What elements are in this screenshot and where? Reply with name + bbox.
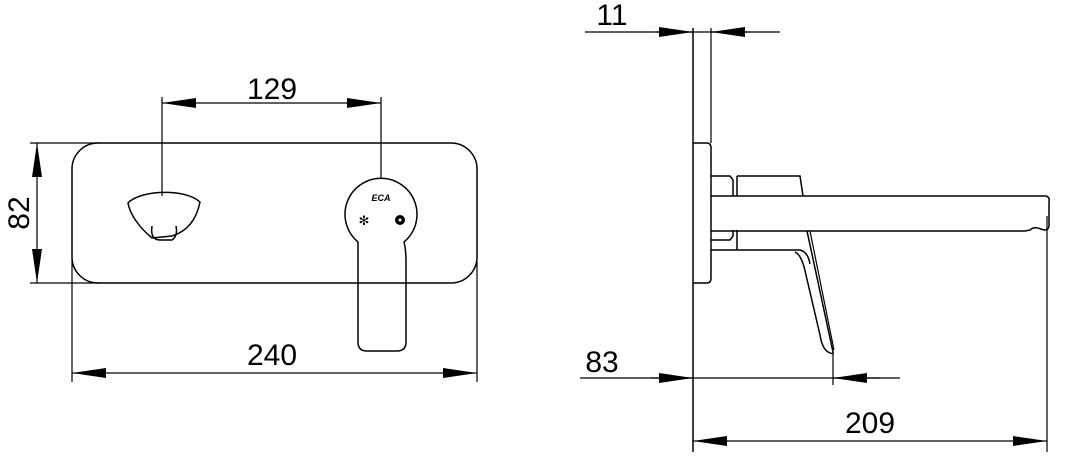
plate-side bbox=[693, 142, 712, 284]
logo: ECA bbox=[371, 193, 390, 203]
side-view: 11 83 209 bbox=[580, 0, 1050, 452]
cold-snowflake-icon: ✻ bbox=[359, 213, 370, 228]
dim-label-83: 83 bbox=[585, 346, 618, 379]
handle-lever bbox=[344, 177, 418, 352]
spout-outlet bbox=[127, 191, 201, 239]
spout bbox=[711, 195, 1050, 232]
wall-plate bbox=[71, 142, 478, 284]
dim-label-82: 82 bbox=[3, 196, 36, 229]
dim-label-240: 240 bbox=[247, 339, 297, 372]
dim-label-11: 11 bbox=[596, 0, 627, 32]
front-view: ECA ✻ 129 82 240 bbox=[3, 73, 478, 382]
spout-nozzle bbox=[150, 225, 178, 241]
dim-label-209: 209 bbox=[845, 407, 895, 440]
dim-label-129: 129 bbox=[247, 73, 297, 106]
